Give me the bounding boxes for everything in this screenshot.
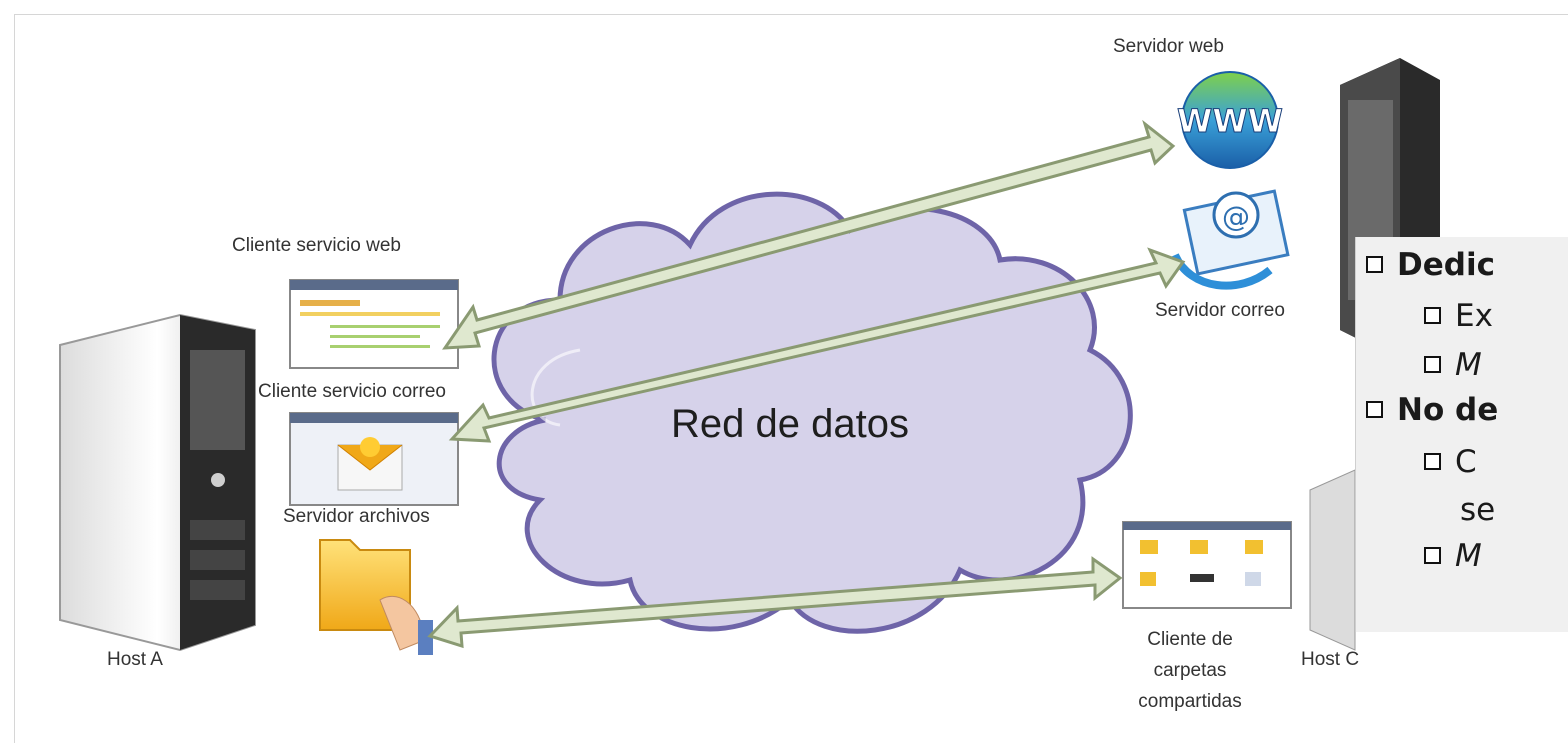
label-host-c: Host C — [1301, 649, 1360, 670]
checkbox-icon — [1366, 256, 1383, 273]
host-c-tower-icon — [1309, 469, 1356, 651]
email-envelope-icon: @ — [1171, 189, 1290, 290]
arrow-web — [442, 119, 1176, 350]
desktop-tower-icon — [59, 313, 256, 652]
popup-subitem: M — [1424, 347, 1482, 383]
popup-subitem: Ex — [1424, 298, 1493, 334]
www-globe-icon: WWW — [1177, 71, 1283, 169]
mail-client-window — [289, 412, 459, 506]
label-red-de-datos: Red de datos — [671, 402, 909, 446]
popup-subitem: C — [1424, 444, 1477, 480]
web-client-window — [289, 279, 459, 369]
label-cliente-servicio-web: Cliente servicio web — [232, 235, 401, 256]
arrow-mail — [448, 247, 1186, 443]
checkbox-icon — [1366, 401, 1383, 418]
folder-icon — [319, 539, 433, 655]
checkbox-icon — [1424, 547, 1441, 564]
popup-item-no-dedicados: No de — [1366, 392, 1498, 428]
checkbox-icon — [1424, 307, 1441, 324]
arrow-files — [427, 556, 1123, 649]
server-types-popup: Dedic Ex M No de C se M — [1355, 237, 1568, 632]
svg-text:@: @ — [1222, 200, 1250, 233]
popup-item-dedicados: Dedic — [1366, 247, 1495, 283]
popup-subitem-continuation: se — [1460, 492, 1496, 528]
label-servidor-archivos: Servidor archivos — [283, 506, 430, 527]
svg-text:WWW: WWW — [1177, 102, 1283, 140]
label-cliente-servicio-correo: Cliente servicio correo — [258, 381, 446, 402]
popup-subitem: M — [1424, 538, 1482, 574]
label-servidor-web: Servidor web — [1113, 36, 1224, 57]
network-cloud-icon — [491, 191, 1133, 634]
label-servidor-correo: Servidor correo — [1155, 300, 1285, 321]
shared-folders-window — [1122, 521, 1292, 609]
checkbox-icon — [1424, 453, 1441, 470]
label-cliente-carpetas: Cliente de carpetas compartidas — [1138, 629, 1242, 712]
checkbox-icon — [1424, 356, 1441, 373]
label-host-a: Host A — [107, 649, 163, 670]
